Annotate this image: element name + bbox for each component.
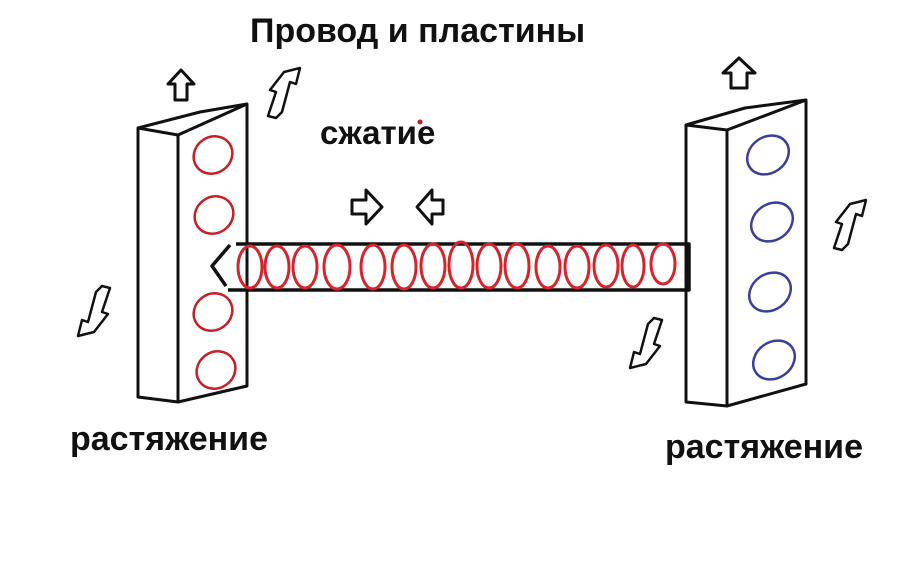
wire-loop xyxy=(649,242,677,286)
up-arrow-icon xyxy=(166,68,196,102)
left-plate-loop xyxy=(193,195,235,235)
wire-loop xyxy=(534,244,562,290)
diagram-title: Провод и пластины xyxy=(250,12,586,50)
stray-mark xyxy=(417,119,423,125)
up-arrow-icon xyxy=(721,56,757,90)
wire-loop xyxy=(447,240,475,290)
left-plate-loop xyxy=(195,350,237,390)
diagonal-arrow-icon xyxy=(76,284,112,338)
wire xyxy=(210,242,691,292)
wire-loop xyxy=(620,243,646,289)
wire-loop xyxy=(592,243,620,289)
wire-loop xyxy=(563,244,591,290)
wire-loop xyxy=(322,243,352,291)
wire-loop xyxy=(236,244,264,290)
wire-loop xyxy=(419,242,447,290)
diagonal-arrow-icon xyxy=(628,316,664,370)
left-tension-label: растяжение xyxy=(70,420,268,458)
right-plate-loop xyxy=(751,339,797,381)
right-plate-loop xyxy=(745,134,791,176)
diagonal-arrow-icon xyxy=(266,66,302,120)
wire-loops xyxy=(236,240,677,291)
left-arrow-icon xyxy=(415,188,445,226)
right-arrow-icon xyxy=(350,188,384,226)
diagonal-arrow-icon xyxy=(832,198,868,252)
wire-loop xyxy=(291,244,319,290)
wire-loop xyxy=(390,243,418,291)
wire-loop xyxy=(475,242,503,290)
right-plate xyxy=(684,98,808,408)
right-plate-loop xyxy=(747,271,793,313)
right-tension-label: растяжение xyxy=(665,428,863,466)
left-plate-loop xyxy=(192,135,234,175)
wire-loop xyxy=(503,242,531,290)
wire-loop xyxy=(359,243,387,291)
compression-label: сжатие xyxy=(320,114,436,151)
left-plate-loop xyxy=(192,292,234,332)
wire-loop xyxy=(263,244,291,290)
left-plate xyxy=(136,102,249,404)
left-plate-loops xyxy=(192,135,237,390)
right-plate-loop xyxy=(749,201,795,243)
right-plate-loops xyxy=(745,134,797,381)
